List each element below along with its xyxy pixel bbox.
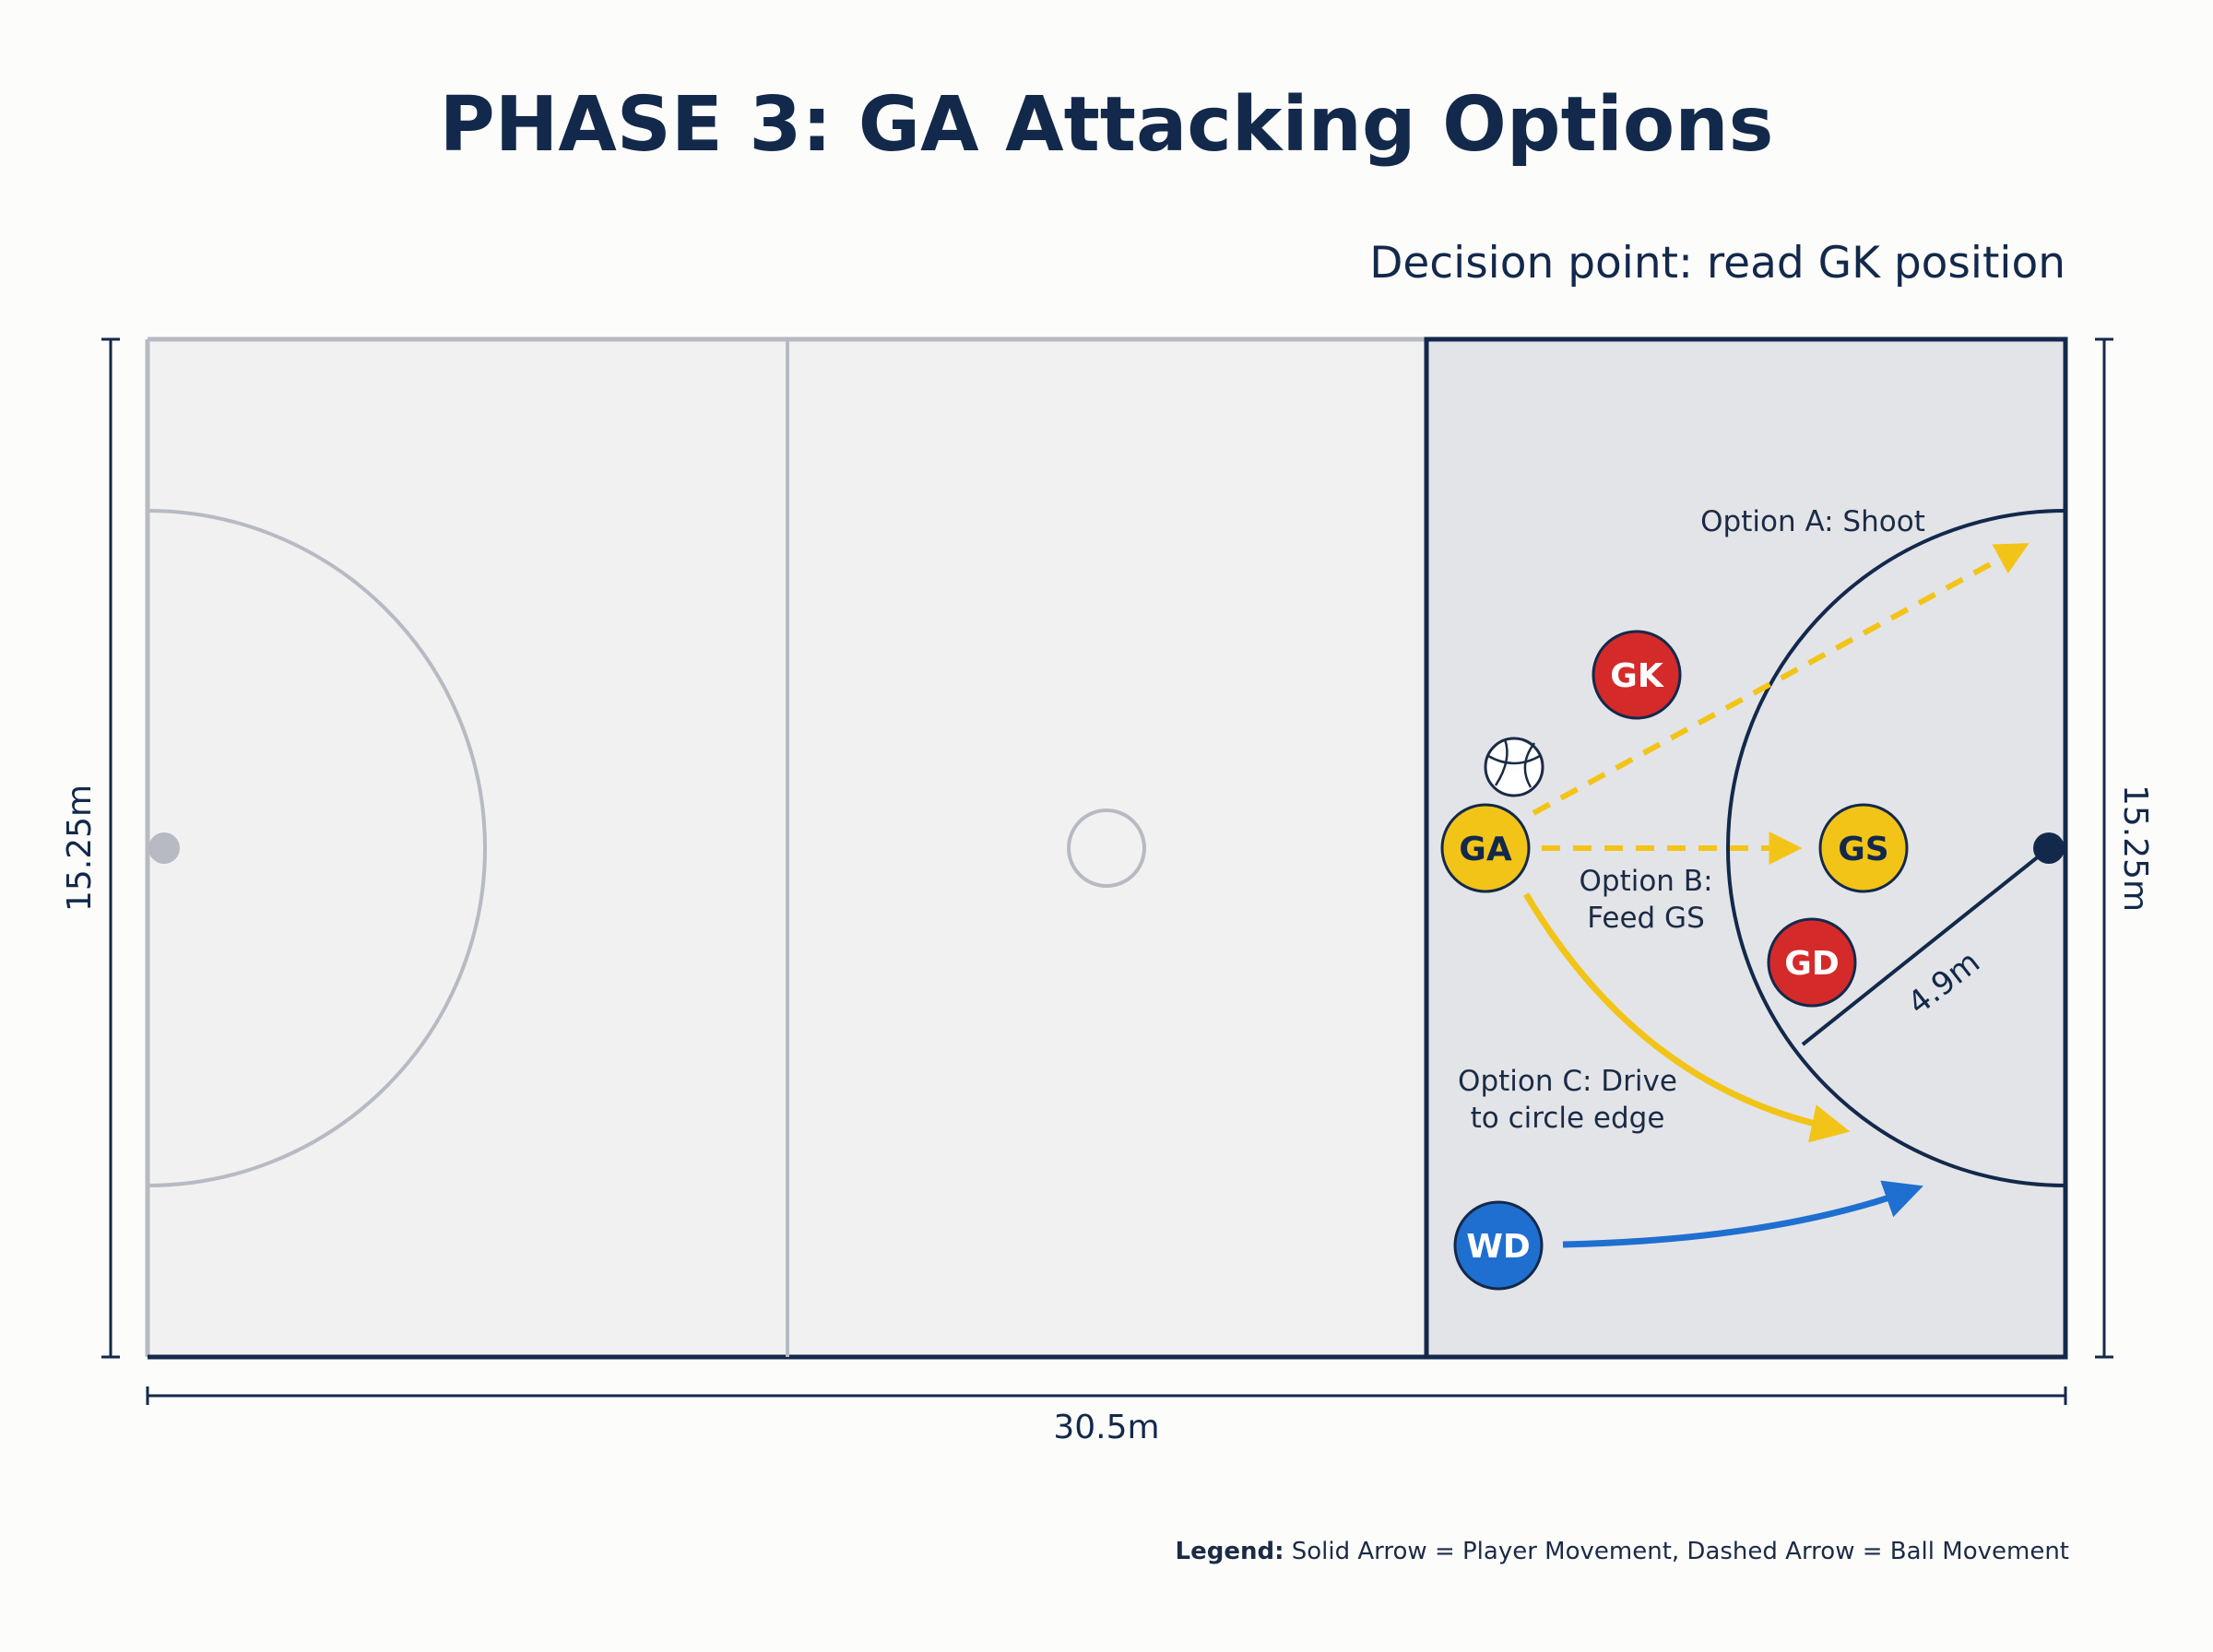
left-goal-post xyxy=(148,832,180,864)
svg-text:GD: GD xyxy=(1784,945,1839,983)
defensive-third xyxy=(148,339,787,1357)
left-goal-circle xyxy=(148,509,487,1187)
svg-text:WD: WD xyxy=(1466,1228,1531,1266)
option-c-player-arrow xyxy=(1522,892,1851,1143)
decision-point-subtitle: Decision point: read GK position xyxy=(1369,238,2065,289)
legend-text: Solid Arrow = Player Movement, Dashed Ar… xyxy=(1291,1538,2069,1565)
legend: Legend: Solid Arrow = Player Movement, D… xyxy=(1176,1538,2069,1565)
goal-circle xyxy=(1726,509,2065,1187)
height-dimension-right xyxy=(2095,337,2113,1359)
option-b-label-line2: Feed GS xyxy=(1587,902,1705,935)
player-wd: WD xyxy=(1453,1200,1544,1291)
legend-heading: Legend: xyxy=(1175,1538,1284,1565)
option-b-label-line1: Option B: xyxy=(1579,865,1712,898)
width-dimension xyxy=(146,1386,2067,1405)
centre-third xyxy=(787,339,1426,1357)
radius-line xyxy=(1801,846,2051,1046)
player-ga: GA xyxy=(1440,803,1531,893)
height-label-left: 15.25m xyxy=(61,785,99,912)
centre-circle xyxy=(1067,808,1146,888)
svg-text:GS: GS xyxy=(1838,831,1888,868)
svg-text:GA: GA xyxy=(1459,831,1512,868)
player-gk: GK xyxy=(1592,630,1682,720)
width-label: 30.5m xyxy=(1053,1409,1159,1446)
option-c-label-line1: Option C: Drive xyxy=(1458,1065,1677,1098)
option-c-label-line2: to circle edge xyxy=(1471,1102,1665,1135)
height-dimension-left xyxy=(101,337,120,1359)
wd-player-arrow xyxy=(1562,1180,1923,1248)
option-a-label: Option A: Shoot xyxy=(1700,505,1925,538)
attacking-third-outline xyxy=(1424,336,2068,1360)
netball-icon xyxy=(1484,737,1544,797)
player-gs: GS xyxy=(1818,803,1909,893)
svg-text:GK: GK xyxy=(1610,657,1664,695)
player-gd: GD xyxy=(1767,917,1857,1008)
page-title: PHASE 3: GA Attacking Options xyxy=(439,81,1774,169)
height-label-right: 15.25m xyxy=(2116,785,2154,912)
